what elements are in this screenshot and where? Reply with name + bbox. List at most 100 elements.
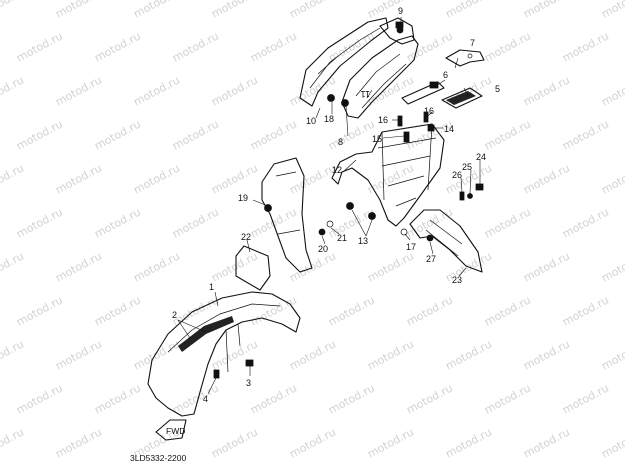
bolt-3 [245,359,254,367]
callout-27: 27 [426,254,436,264]
watermark-text: motod.ru [14,293,65,328]
part-side-cover-left [299,17,389,107]
watermark-text: motod.ru [92,293,143,328]
bolt-16b [423,111,429,123]
watermark-text: motod.ru [482,117,533,152]
callout-11: 11 [361,89,370,99]
fwd-label: FWD [166,426,185,436]
watermark-text: motod.ru [170,381,221,416]
watermark-text: motod.ru [404,381,455,416]
watermark-text: motod.ru [209,73,260,108]
watermark-text: motod.ru [287,425,338,460]
watermark-text: motod.ru [53,425,104,460]
watermark-text: motod.ru [92,205,143,240]
watermark-text: motod.ru [14,381,65,416]
watermark-text: motod.ru [443,0,494,21]
watermark-text: motod.ru [560,293,611,328]
watermark-text: motod.ru [14,29,65,64]
watermark-text: motod.ru [14,117,65,152]
fwd-arrow-icon [155,419,187,441]
part-rear-fender [331,123,445,227]
part-inner-flap [261,157,313,273]
watermark-text: motod.ru [599,425,625,460]
bolt-18 [327,94,335,102]
watermark-text: motod.ru [287,337,338,372]
watermark-text: motod.ru [53,0,104,21]
callout-5: 5 [495,84,500,94]
callout-14: 14 [444,124,454,134]
watermark-text: motod.ru [521,337,572,372]
callout-4: 4 [203,394,208,404]
bolt-25 [467,193,473,199]
watermark-text: motod.ru [209,0,260,21]
part-bracket-7 [445,49,485,67]
watermark-text: motod.ru [560,381,611,416]
callout-16a: 16 [378,115,388,125]
watermark-text: motod.ru [599,0,625,21]
callout-labels: 1 2 3 4 5 6 7 8 9 10 11 12 13 14 15 16 1… [172,6,500,404]
bolt-16a [397,115,403,127]
bolt-4 [213,369,220,379]
part-tail-cover [379,17,415,45]
watermark-text: motod.ru [326,381,377,416]
watermark-text: motod.ru [443,73,494,108]
watermark-text: motod.ru [482,293,533,328]
watermark-text: motod.ru [131,337,182,372]
watermark-text: motod.ru [599,161,625,196]
callout-3: 3 [246,378,251,388]
callout-2: 2 [172,310,177,320]
watermark-text: motod.ru [521,0,572,21]
part-stay-5 [441,87,483,109]
callout-26: 26 [452,170,462,180]
callout-24: 24 [476,152,486,162]
watermark-text: motod.ru [599,73,625,108]
callout-6: 6 [443,70,448,80]
watermark-text: motod.ru [326,293,377,328]
watermark-text: motod.ru [248,293,299,328]
watermark-text: motod.ru [521,161,572,196]
callout-9: 9 [398,6,403,16]
part-front-fender [147,291,301,417]
watermark-text: motod.ru [0,337,26,372]
bolt-13a [346,202,354,210]
callout-10: 10 [306,116,316,126]
watermark-text: motod.ru [131,161,182,196]
callout-21: 21 [337,233,347,243]
watermark-text: motod.ru [443,425,494,460]
part-mud-flap [235,245,271,291]
watermark-text: motod.ru [560,205,611,240]
watermark-text: motod.ru [0,249,26,284]
watermark-text: motod.ru [53,337,104,372]
callout-19: 19 [238,193,248,203]
watermark-text: motod.ru [365,161,416,196]
watermark-text: motod.ru [170,117,221,152]
watermark-text: motod.ru [599,337,625,372]
watermark-text: motod.ru [482,29,533,64]
bolt-9 [395,21,404,29]
watermark-text: motod.ru [560,117,611,152]
watermark-text: motod.ru [287,0,338,21]
watermark-text: motod.ru [53,161,104,196]
watermark-text: motod.ru [131,0,182,21]
bolt-21 [326,220,334,228]
watermark-text: motod.ru [287,161,338,196]
callout-1: 1 [209,282,214,292]
watermark-text: motod.ru [521,73,572,108]
callout-20: 20 [318,244,328,254]
bolt-13b [368,212,376,220]
watermark-text: motod.ru [248,381,299,416]
callout-12: 12 [332,165,342,175]
watermark-text: motod.ru [560,29,611,64]
watermark-text: motod.ru [248,29,299,64]
watermark-text: motod.ru [482,381,533,416]
leader-lines [177,17,481,395]
watermark-text: motod.ru [0,161,26,196]
washer-17 [400,228,408,236]
watermark-text: motod.ru [170,29,221,64]
watermark-text: motod.ru [443,337,494,372]
watermark-text: motod.ru [14,205,65,240]
callout-16b: 16 [424,106,434,116]
watermark-text: motod.ru [404,293,455,328]
